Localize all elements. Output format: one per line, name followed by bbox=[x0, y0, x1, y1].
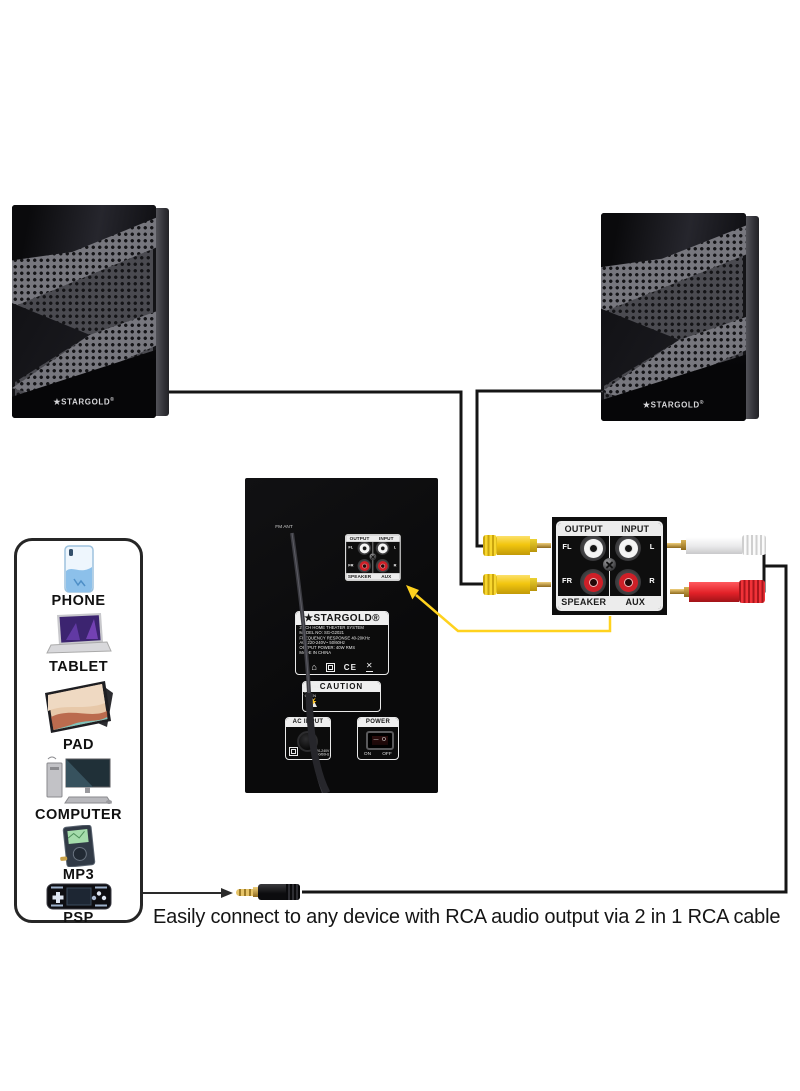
spec-label: ★STARGOLD® 2.1CH HOME THEATER SYSTEM MOD… bbox=[295, 611, 389, 675]
l-jack bbox=[375, 541, 390, 555]
yellow-rca-plug-lower bbox=[483, 574, 551, 595]
spec-lines: 2.1CH HOME THEATER SYSTEM MODEL NO: SG-G… bbox=[299, 625, 371, 656]
pad-tablet-icon bbox=[41, 677, 117, 737]
red-rca-plug bbox=[670, 580, 765, 603]
speaker-side-panel bbox=[744, 216, 759, 419]
output-label: OUTPUT bbox=[564, 524, 603, 534]
yellow-arrow-icon bbox=[406, 585, 419, 600]
gold-tip-icon bbox=[236, 888, 253, 896]
aux-label: AUX bbox=[625, 597, 646, 607]
device-phone: PHONE bbox=[17, 545, 140, 609]
brand-logo: ★STARGOLD® bbox=[53, 396, 115, 407]
r-jack bbox=[615, 569, 641, 595]
device-psp: PSP bbox=[17, 883, 140, 926]
phone-icon bbox=[63, 545, 94, 593]
on-label: ON bbox=[363, 751, 371, 757]
spec-brand-title: ★STARGOLD® bbox=[296, 612, 388, 625]
device-mp3: MP3 bbox=[17, 825, 140, 883]
double-insulation-icon bbox=[325, 662, 335, 672]
compatible-devices-sidebar: PHONE TABLET PAD bbox=[14, 538, 143, 926]
subwoofer-back-panel: FM ANT ★STARGOLD® 2.1CH HOME THEATER SYS… bbox=[245, 478, 438, 793]
yellow-rca-plug-upper bbox=[483, 535, 551, 556]
psp-console-icon bbox=[46, 883, 112, 910]
fl-label: FL bbox=[562, 542, 572, 551]
fr-label: FR bbox=[562, 576, 572, 585]
input-label: INPUT bbox=[621, 524, 650, 534]
screw-icon bbox=[603, 558, 616, 571]
indoor-use-icon: ⌂ bbox=[311, 661, 317, 672]
r-label: R bbox=[649, 576, 655, 585]
device-computer: COMPUTER bbox=[17, 755, 140, 823]
mp3-player-icon bbox=[57, 825, 101, 867]
fm-antenna-wire bbox=[290, 532, 331, 793]
caution-title: CAUTION bbox=[303, 682, 380, 692]
rca-panel-enlarged: OUTPUT INPUT FL L FR R SPEAKER AUX bbox=[552, 517, 667, 615]
left-satellite-speaker: ★STARGOLD® bbox=[12, 205, 169, 418]
certification-icons: ⌂ CE ✕ bbox=[296, 662, 388, 672]
device-tablet: TABLET bbox=[17, 611, 140, 675]
device-pad: PAD bbox=[17, 677, 140, 753]
screw-icon bbox=[369, 553, 377, 561]
power-label: POWER bbox=[358, 718, 398, 727]
speaker-side-panel bbox=[154, 208, 169, 416]
brand-logo: ★STARGOLD® bbox=[642, 399, 705, 410]
double-insulation-icon bbox=[289, 747, 298, 756]
fr-jack bbox=[357, 559, 372, 573]
off-label: OFF bbox=[382, 751, 393, 757]
power-panel: POWER —O ON OFF bbox=[357, 717, 399, 760]
laptop-icon bbox=[45, 611, 112, 659]
fm-antenna-label: FM ANT bbox=[275, 524, 293, 530]
r-jack bbox=[375, 559, 390, 573]
ce-mark: CE bbox=[343, 662, 357, 672]
l-label: L bbox=[649, 542, 655, 551]
caption-text: Easily connect to any device with RCA au… bbox=[153, 906, 781, 928]
pointer-arrow-icon bbox=[221, 888, 233, 898]
l-jack bbox=[615, 535, 641, 561]
caution-label: CAUTION ⚡ RISK OF ELECTRIC SHOCK DO NOT … bbox=[302, 681, 381, 712]
speaker-front-grille: ★STARGOLD® bbox=[601, 213, 746, 421]
white-rca-plug bbox=[667, 535, 766, 555]
fr-jack bbox=[580, 569, 606, 595]
computer-icon bbox=[45, 755, 113, 807]
fl-jack bbox=[357, 541, 372, 555]
power-switch: —O bbox=[366, 731, 394, 750]
right-satellite-speaker: ★STARGOLD® bbox=[601, 213, 759, 421]
fl-jack bbox=[580, 535, 606, 561]
speaker-label: SPEAKER bbox=[561, 597, 607, 607]
weee-bin-icon: ✕ bbox=[365, 661, 373, 672]
aux-jack-3-5mm bbox=[236, 884, 300, 900]
speaker-front-grille: ★STARGOLD® bbox=[12, 205, 156, 418]
